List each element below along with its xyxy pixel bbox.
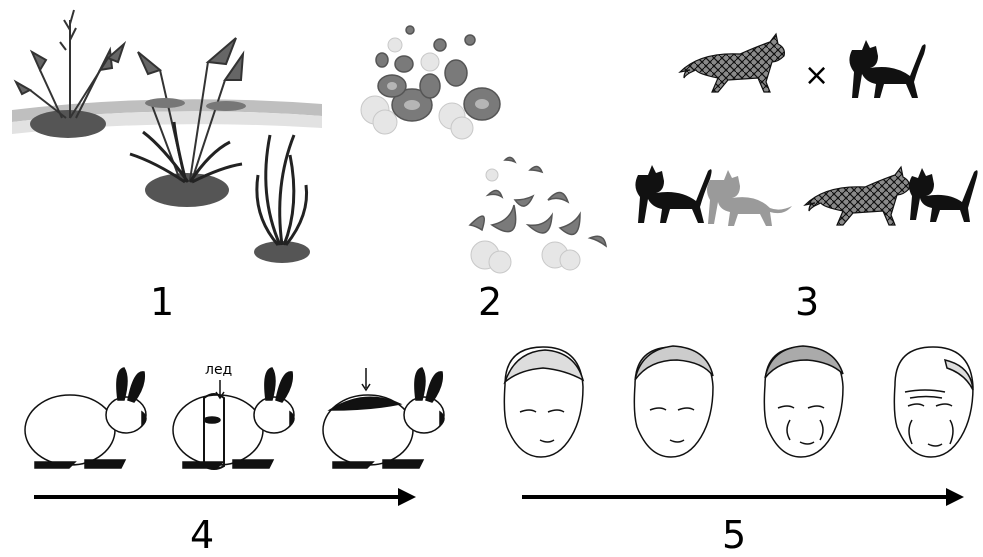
face-young xyxy=(504,347,583,457)
face-adult xyxy=(634,346,713,457)
face-elderly xyxy=(894,347,973,457)
face-middle-aged xyxy=(764,346,843,457)
panel-number-5: 5 xyxy=(722,516,746,554)
